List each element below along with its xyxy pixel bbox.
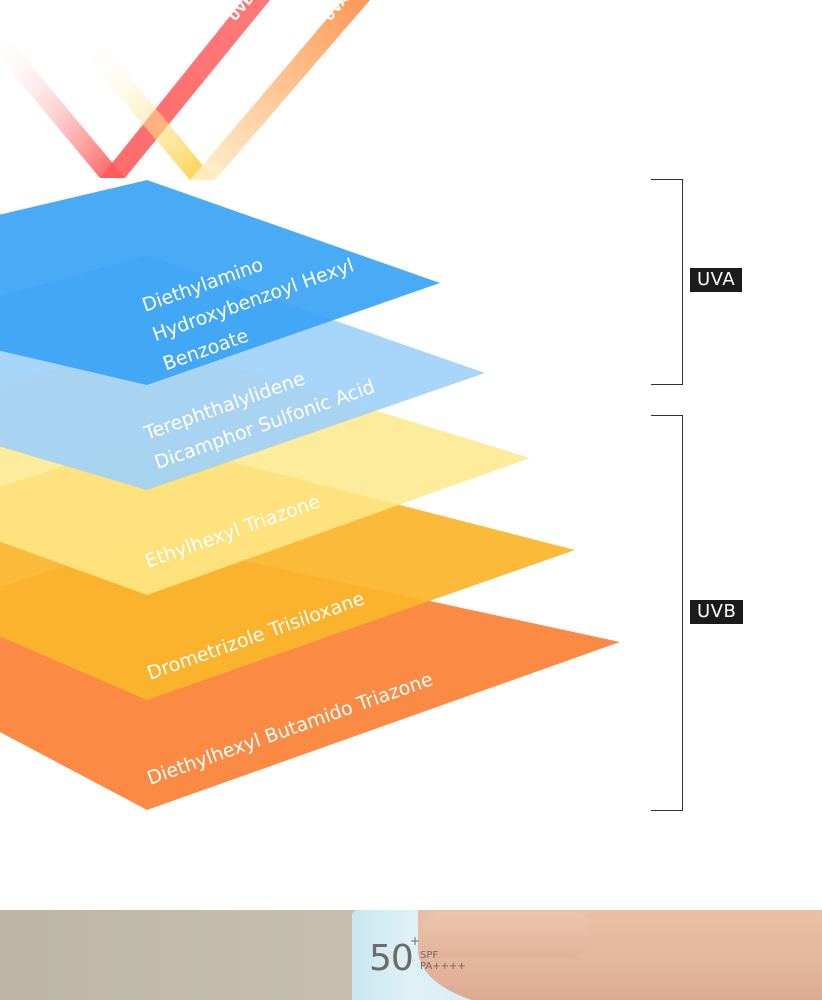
uvb-badge: UVB	[690, 600, 744, 624]
spf-text: SPF	[420, 950, 439, 961]
sunscreen-layer-diagram: UVB UVA Diethylamino Hydroxybenzoyl Hexy…	[0, 0, 620, 810]
thumb	[420, 912, 590, 958]
layer-shape-1	[0, 180, 440, 385]
uvb-ray-reflected	[100, 0, 270, 178]
uvb-bracket	[651, 415, 683, 811]
uva-ray-incoming	[90, 35, 215, 180]
uva-bracket	[651, 179, 683, 385]
uvb-ray-incoming	[0, 28, 125, 178]
spf-plus: +	[410, 934, 421, 948]
uv-rays: UVB UVA	[0, 0, 370, 180]
pa-text: PA++++	[420, 961, 466, 972]
spf-value: 50	[369, 938, 414, 979]
uva-ray-reflected	[190, 0, 370, 180]
product-photo: 50 + SPF PA++++	[0, 910, 822, 1000]
filter-layers: Diethylamino Hydroxybenzoyl Hexyl Benzoa…	[0, 180, 620, 810]
spf-pa-label: SPF PA++++	[420, 950, 466, 972]
uva-badge: UVA	[690, 268, 743, 292]
